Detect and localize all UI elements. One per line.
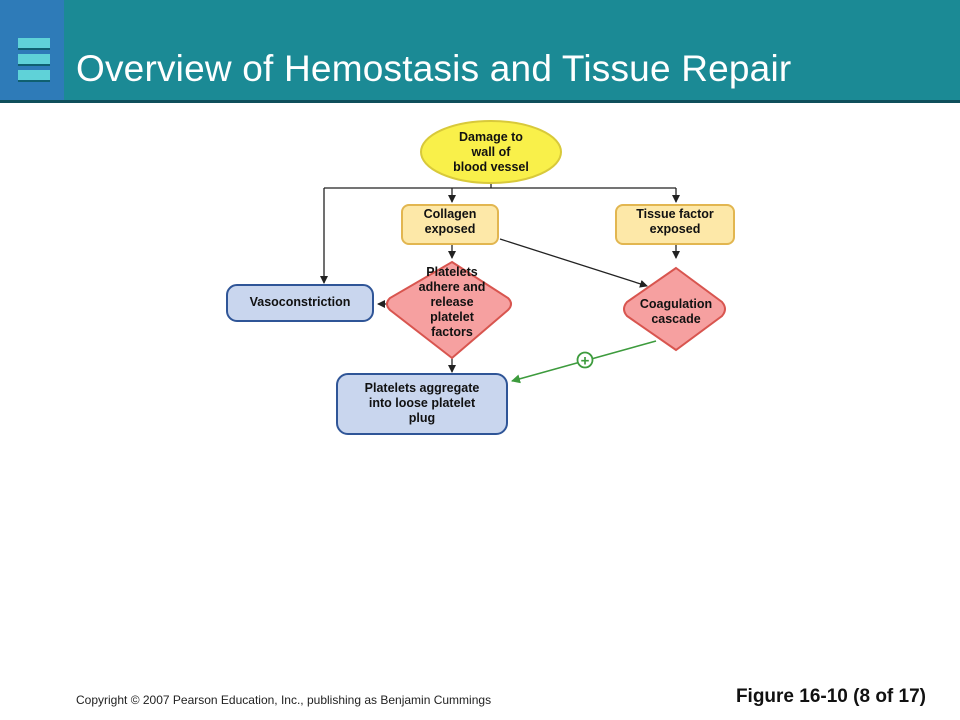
- coagulation-diamond: [623, 266, 726, 352]
- vasoconstriction-box: [226, 284, 374, 322]
- collagen-label: Collagen exposed: [423, 207, 477, 236]
- vasoconstriction-label: Vasoconstriction: [249, 294, 351, 309]
- collagen-box: [401, 204, 499, 245]
- damage-label: Damage to wall of blood vessel: [453, 129, 529, 174]
- platelets-adhere-diamond: [386, 260, 512, 360]
- platelets-adhere-label: Platelets adhere and release platelet fa…: [418, 264, 486, 339]
- plus-symbol-circle: [576, 351, 594, 369]
- copyright-notice: Copyright © 2007 Pearson Education, Inc.…: [76, 693, 492, 707]
- platelets-aggregate-box: [336, 373, 508, 435]
- stacked-bars-icon: [18, 38, 50, 86]
- platelets-aggregate-label: Platelets aggregate into loose platelet …: [364, 380, 480, 425]
- arrow-collagen-to-coagulation: [499, 238, 648, 288]
- coagulation-label: Coagulation cascade: [639, 297, 713, 326]
- side-accent-block: [0, 0, 64, 100]
- figure-label: Figure 16-10 (8 of 17): [735, 686, 926, 707]
- title-bar: [0, 0, 960, 100]
- header-divider: [0, 100, 960, 103]
- plus-symbol: +: [581, 353, 590, 370]
- slide-title: Overview of Hemostasis and Tissue Repair: [76, 48, 792, 89]
- tissue-factor-label: Tissue factor exposed: [636, 207, 714, 236]
- damage-oval: [420, 120, 562, 184]
- tissue-factor-box: [615, 204, 735, 245]
